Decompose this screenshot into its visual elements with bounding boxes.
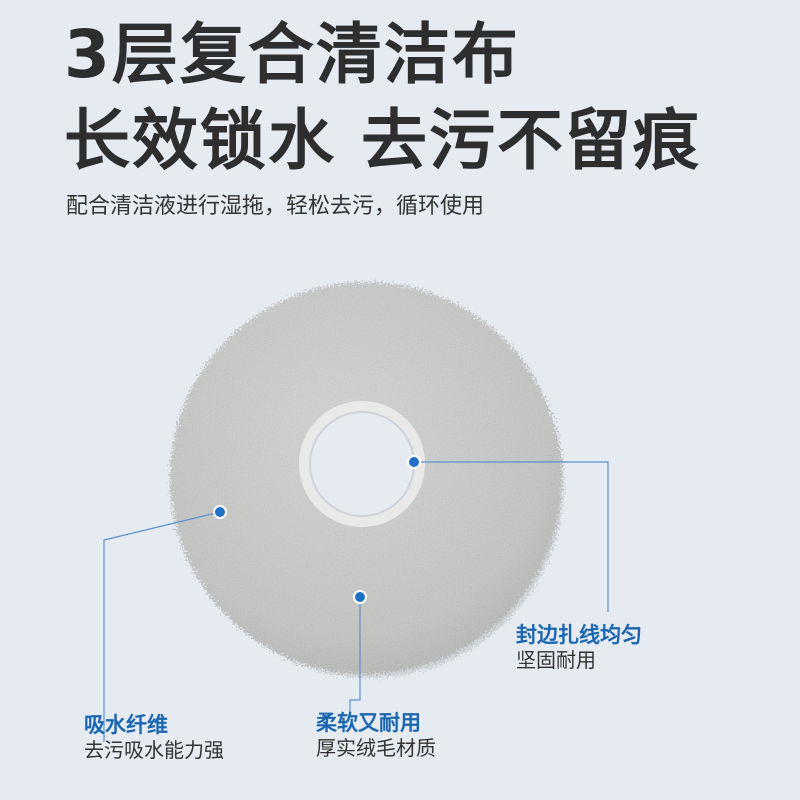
mop-pad	[150, 260, 590, 700]
headline-line-2: 长效锁水 去污不留痕	[64, 102, 701, 179]
callout-edge-title: 封边扎线均匀	[516, 623, 642, 647]
callout-fiber-title: 吸水纤维	[84, 713, 168, 737]
subheadline: 配合清洁液进行湿拖，轻松去污，循环使用	[66, 194, 485, 219]
leader-line-fiber	[103, 511, 221, 742]
callout-soft-title: 柔软又耐用	[316, 711, 421, 735]
marker-dot-fiber	[213, 505, 227, 519]
marker-dot-edge	[407, 455, 421, 469]
callout-soft: 柔软又耐用 厚实绒毛材质	[316, 710, 436, 761]
marker-dot-soft	[353, 590, 367, 604]
callout-edge: 封边扎线均匀 坚固耐用	[516, 622, 642, 673]
callout-edge-desc: 坚固耐用	[516, 648, 596, 673]
callout-fiber: 吸水纤维 去污吸水能力强	[84, 712, 224, 763]
leader-line-edge	[414, 461, 609, 612]
leader-line-soft	[349, 597, 361, 712]
callout-soft-desc: 厚实绒毛材质	[316, 736, 436, 761]
callout-fiber-desc: 去污吸水能力强	[84, 738, 224, 763]
headline-line-1: 3层复合清洁布	[64, 16, 520, 93]
